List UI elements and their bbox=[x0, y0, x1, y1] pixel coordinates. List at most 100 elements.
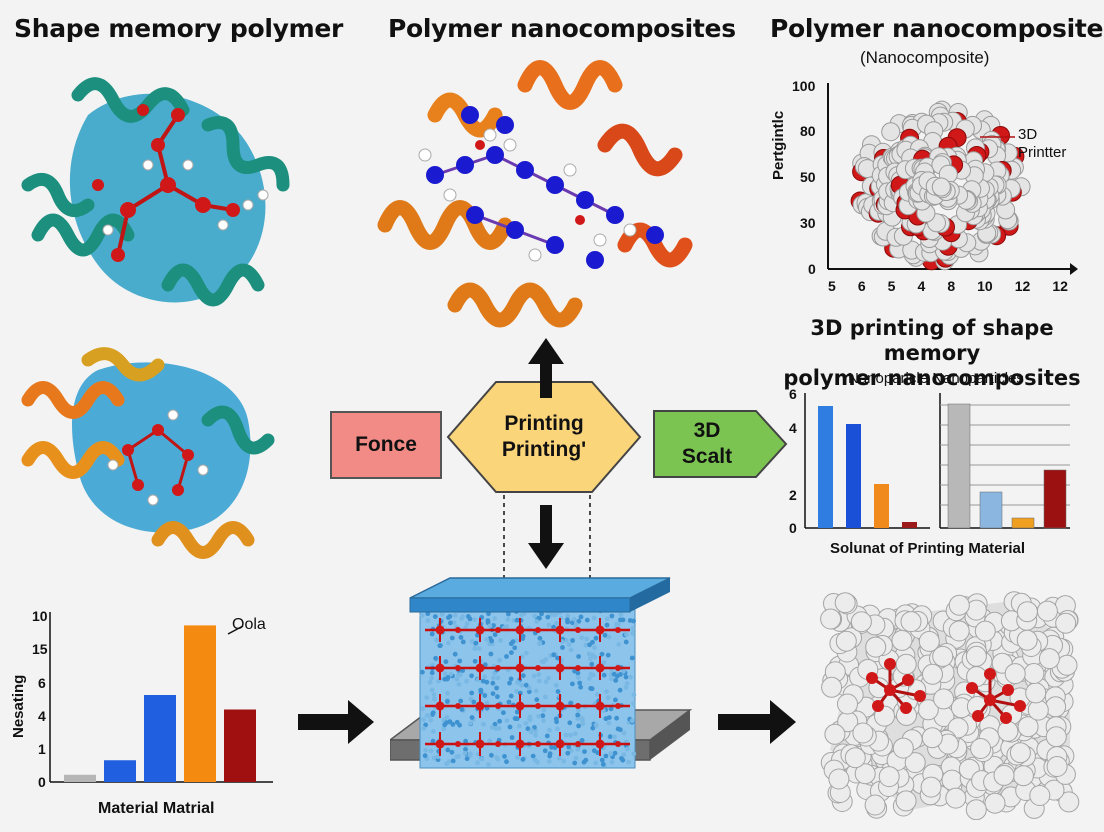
crosslink-node bbox=[515, 739, 525, 749]
polymer-bead bbox=[821, 676, 843, 698]
y-tick-80: 80 bbox=[800, 123, 816, 139]
polymer-bead bbox=[997, 720, 1019, 742]
lattice-bead bbox=[484, 679, 490, 685]
lattice-bead bbox=[509, 735, 515, 740]
bl-y-tick-10: 10 bbox=[32, 608, 48, 624]
lattice-bead bbox=[603, 716, 609, 722]
lattice-bead bbox=[536, 713, 541, 719]
crosslink-node bbox=[595, 663, 605, 673]
nanoparticle-red bbox=[902, 674, 914, 686]
lattice-bead bbox=[527, 716, 532, 722]
lattice-bead bbox=[441, 726, 447, 732]
crosslink-node bbox=[435, 701, 445, 711]
lattice-bead bbox=[581, 759, 587, 765]
lattice-bead bbox=[602, 632, 608, 638]
lattice-bead bbox=[442, 722, 448, 728]
lattice-bead bbox=[489, 752, 494, 758]
lattice-bead bbox=[479, 756, 485, 762]
crosslink-node bbox=[555, 625, 565, 635]
polymer-bead bbox=[932, 645, 954, 667]
polymer-bead bbox=[1023, 663, 1045, 684]
lattice-bead bbox=[460, 639, 466, 645]
lattice-bead bbox=[618, 617, 623, 623]
nanocomposite-chart bbox=[827, 83, 1078, 275]
bar bbox=[979, 491, 1003, 529]
polymer-bead bbox=[850, 611, 872, 633]
lattice-bead bbox=[506, 699, 512, 705]
lattice-bead bbox=[487, 738, 493, 744]
crosslink-node bbox=[475, 663, 485, 673]
lattice-bead bbox=[426, 713, 431, 719]
protein-structure-center bbox=[377, 60, 693, 328]
lattice-bead bbox=[490, 680, 496, 686]
lattice-bead bbox=[624, 681, 630, 686]
lattice-bead bbox=[617, 687, 623, 693]
bar bbox=[1043, 469, 1067, 529]
lattice-cube bbox=[419, 607, 637, 769]
nanoparticle-red bbox=[966, 682, 978, 694]
force-box: Fonce bbox=[330, 411, 442, 479]
printing-hexagon bbox=[446, 381, 642, 493]
lattice-bead bbox=[593, 635, 599, 641]
lattice-bead bbox=[601, 672, 607, 678]
lattice-bead bbox=[454, 719, 460, 725]
lattice-bead bbox=[540, 713, 546, 719]
nanoparticle-red bbox=[1002, 684, 1014, 696]
lattice-bead bbox=[618, 612, 624, 617]
protein-structure-mid-left bbox=[21, 347, 275, 559]
lattice-bead bbox=[469, 690, 475, 696]
lattice-bead bbox=[624, 632, 629, 637]
bl-y-tick-6: 6 bbox=[38, 675, 46, 691]
lattice-bead bbox=[478, 689, 484, 695]
lattice-bead bbox=[443, 659, 449, 665]
polymer-bead bbox=[844, 747, 866, 769]
lattice-bead bbox=[495, 675, 501, 681]
title-polymer-nanocomposites-center: Polymer nanocomposites bbox=[388, 14, 736, 43]
lattice-bead bbox=[599, 651, 605, 657]
lattice-bead bbox=[608, 706, 614, 712]
lattice-bead bbox=[576, 654, 581, 659]
x-tick: 10 bbox=[977, 278, 993, 294]
polymer-bead bbox=[933, 688, 955, 710]
polymer-bead bbox=[921, 727, 943, 749]
lattice-bead bbox=[482, 674, 488, 680]
lattice-bead bbox=[462, 750, 468, 756]
lattice-bead bbox=[490, 691, 496, 696]
lattice-bead bbox=[575, 675, 581, 680]
scalt-arrow-box bbox=[653, 410, 788, 478]
printing-label-line1: Printing bbox=[504, 411, 584, 435]
polymer-bead bbox=[1029, 785, 1051, 806]
polymer-bead bbox=[965, 799, 987, 820]
polymer-bead bbox=[922, 663, 943, 685]
lattice-bead bbox=[531, 673, 537, 679]
lattice-bead bbox=[584, 636, 590, 642]
lattice-bead bbox=[547, 751, 553, 757]
bar bbox=[104, 760, 136, 782]
lattice-bead bbox=[615, 726, 621, 732]
lattice-bead bbox=[514, 709, 520, 715]
polymer-bead bbox=[1027, 699, 1049, 721]
lattice-bead bbox=[604, 689, 609, 694]
polymer-bead bbox=[895, 790, 917, 812]
lattice-bead bbox=[607, 734, 613, 740]
lattice-bead bbox=[599, 757, 605, 763]
scalt-label-line1: 3D bbox=[693, 418, 721, 442]
annotation-line-1: 3D bbox=[1018, 126, 1038, 143]
lattice-bead bbox=[469, 715, 475, 720]
polymer-bead bbox=[918, 630, 940, 652]
bl-y-axis-label: Nesating bbox=[10, 674, 27, 738]
lattice-bead bbox=[451, 620, 457, 625]
lattice-bead bbox=[460, 668, 465, 673]
bar bbox=[184, 625, 216, 782]
lattice-bead bbox=[582, 749, 587, 754]
lattice-bead bbox=[497, 657, 502, 663]
arrow-right-left bbox=[298, 700, 374, 744]
lattice-bead bbox=[494, 685, 499, 691]
lattice-bead bbox=[446, 759, 452, 764]
title-3d-printing-line2: polymer nanocomposites bbox=[783, 366, 1081, 391]
polymer-bead bbox=[974, 620, 996, 642]
lattice-bead bbox=[586, 651, 592, 657]
lattice-bead bbox=[555, 726, 560, 732]
lattice-bead bbox=[628, 674, 633, 680]
lattice-bead bbox=[438, 643, 443, 648]
